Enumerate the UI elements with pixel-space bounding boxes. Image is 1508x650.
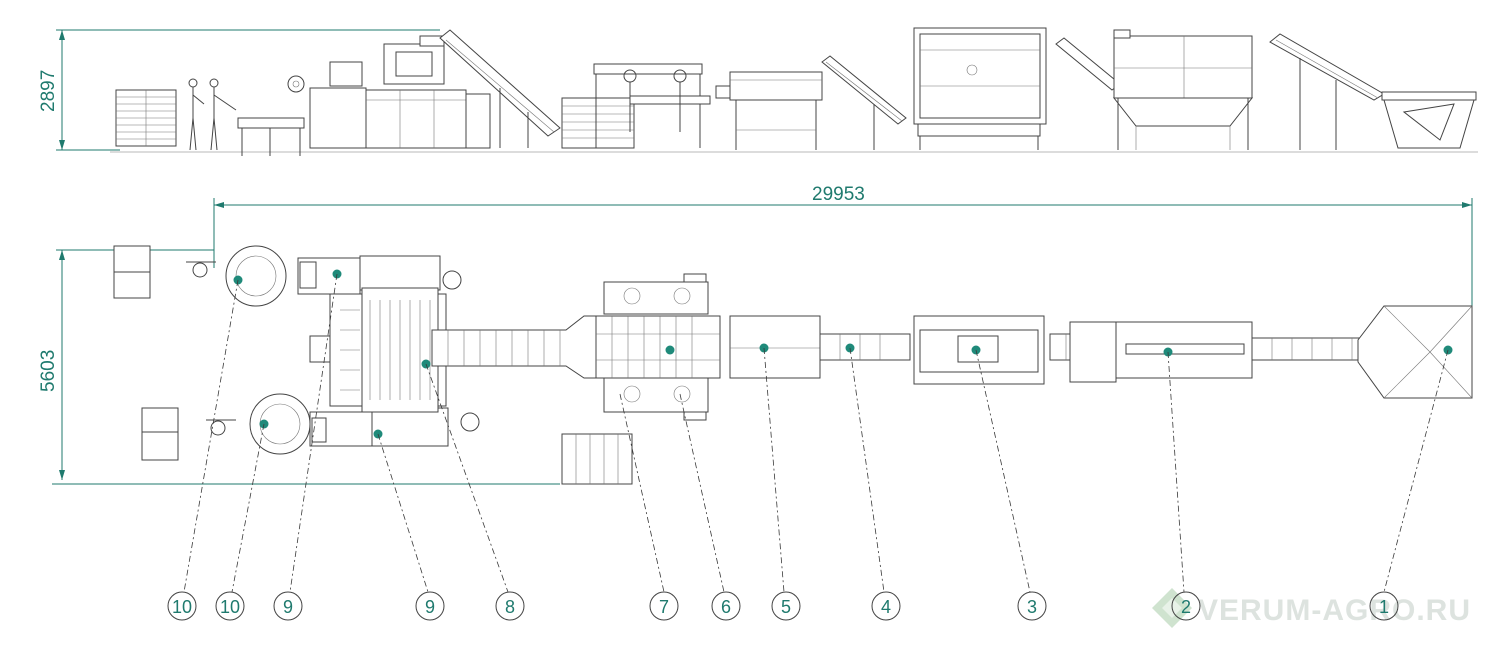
marker-dot [665,345,675,355]
callout-label: 2 [1181,597,1191,617]
callout-label: 5 [781,597,791,617]
callout-label: 10 [172,597,192,617]
operators-plan [186,261,236,436]
leader-lines [183,273,1449,593]
tunnel-plan [729,315,821,379]
length-dimension-label: 29953 [812,184,865,205]
incline-conveyor-side [821,55,907,150]
pallet-stack-side [115,89,177,147]
width-dimension-label: 5603 [38,350,59,392]
packers-plan [297,255,480,447]
callout-10a: 10 [167,591,197,621]
inspection-table-side [561,63,731,149]
callout-3: 3 [1017,591,1047,621]
feed-conveyor-plan [431,315,597,379]
tunnel-side [729,71,823,150]
callout-5: 5 [771,591,801,621]
washer-side [1055,29,1254,150]
callout-label: 4 [881,597,891,617]
callout-label: 10 [220,597,240,617]
callout-9a: 9 [273,591,303,621]
callout-6: 6 [711,591,741,621]
hopper-plan [1251,305,1473,399]
callout-list: 10 10 9 9 8 7 6 5 [167,591,1399,621]
plan-view: 29953 5603 [38,184,1473,593]
callout-label: 8 [505,597,515,617]
inspection-table-plan [561,273,721,485]
callout-7: 7 [649,591,679,621]
weigher-packer-side [309,29,561,149]
callout-label: 3 [1027,597,1037,617]
callout-8: 8 [495,591,525,621]
callout-label: 7 [659,597,669,617]
short-conveyor-plan [819,333,911,361]
washer-plan [1049,321,1253,383]
weigher-plan [309,287,447,413]
callout-label: 9 [283,597,293,617]
hopper-side [1269,33,1477,150]
callout-1: 1 [1369,591,1399,621]
callout-label: 9 [425,597,435,617]
watermark: VERUM-AGRO.RU [1152,588,1471,628]
callout-4: 4 [871,591,901,621]
packing-table-side [237,75,305,156]
callout-2: 2 [1171,591,1201,621]
callout-label: 6 [721,597,731,617]
watermark-text: VERUM-AGRO.RU [1198,594,1471,627]
callout-label: 1 [1379,597,1389,617]
callout-10b: 10 [215,591,245,621]
height-dimension-label: 2897 [38,70,59,112]
callout-9b: 9 [415,591,445,621]
side-elevation-view: 2897 [38,27,1478,156]
rotary-table-top [225,245,287,307]
dryer-plan [913,315,1045,385]
operators-side [188,78,237,151]
dryer-side [913,27,1047,150]
rotary-table-bottom [249,393,311,455]
